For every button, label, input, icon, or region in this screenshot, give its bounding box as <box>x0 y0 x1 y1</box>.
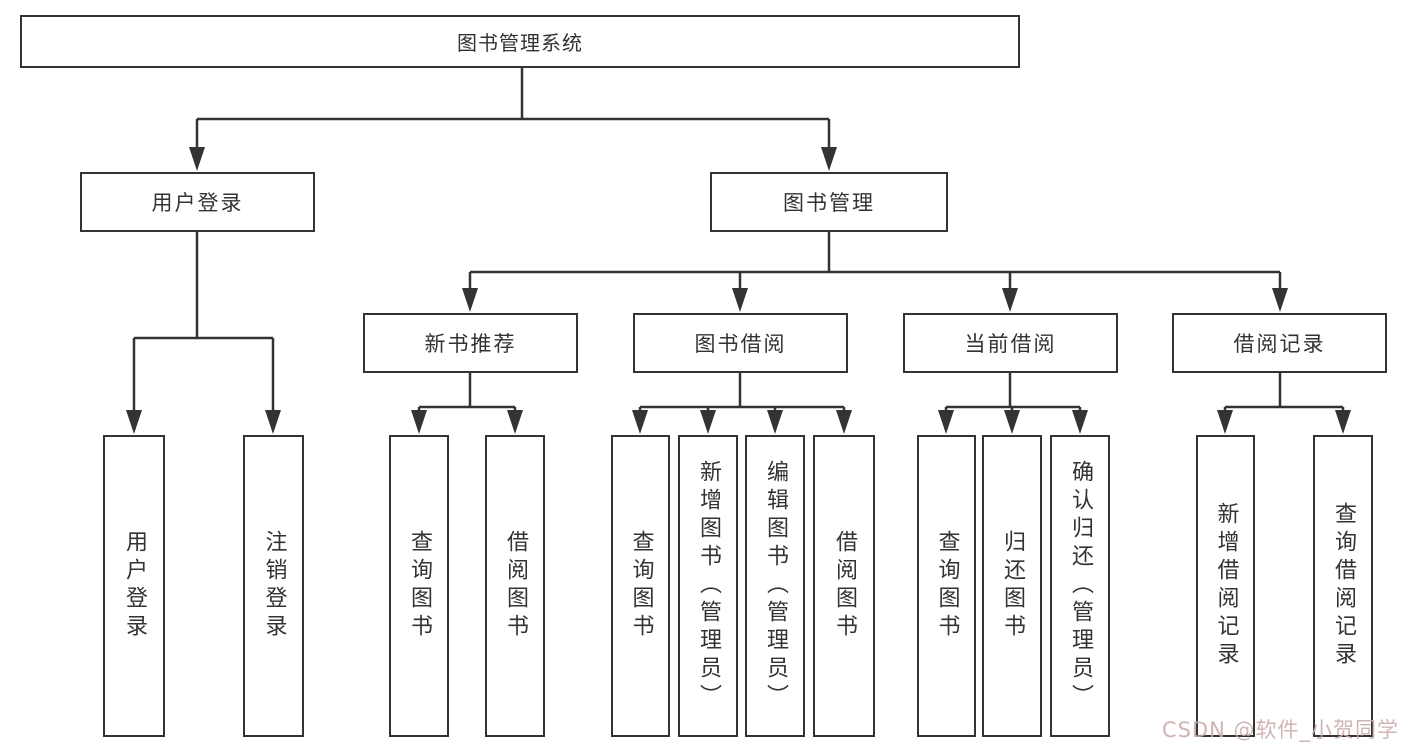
node-root-library-system: 图书管理系统 <box>20 15 1020 68</box>
node-user-login: 用户登录 <box>80 172 315 232</box>
leaf-return-book: 归还图书 <box>982 435 1042 737</box>
leaf-query-book-3: 查询图书 <box>917 435 976 737</box>
leaf-confirm-return-admin-label: 确认归还（管理员） <box>1068 460 1093 712</box>
leaf-edit-book-admin-label: 编辑图书（管理员） <box>763 460 788 712</box>
leaf-add-borrow-record: 新增借阅记录 <box>1196 435 1255 737</box>
leaf-query-book-1: 查询图书 <box>389 435 449 737</box>
leaf-add-borrow-record-label: 新增借阅记录 <box>1213 502 1239 670</box>
node-book-borrow: 图书借阅 <box>633 313 848 373</box>
leaf-add-book-admin: 新增图书（管理员） <box>678 435 738 737</box>
leaf-borrow-book-2-label: 借阅图书 <box>832 530 857 642</box>
node-book-borrow-label: 图书借阅 <box>694 332 787 356</box>
leaf-user-login: 用户登录 <box>103 435 165 737</box>
leaf-logout-label: 注销登录 <box>261 530 287 642</box>
node-book-management: 图书管理 <box>710 172 948 232</box>
node-root-label: 图书管理系统 <box>457 31 583 55</box>
leaf-logout: 注销登录 <box>243 435 304 737</box>
leaf-query-borrow-record-label: 查询借阅记录 <box>1331 502 1356 670</box>
leaf-confirm-return-admin: 确认归还（管理员） <box>1050 435 1110 737</box>
node-current-borrow: 当前借阅 <box>903 313 1118 373</box>
leaf-query-book-3-label: 查询图书 <box>934 530 960 642</box>
node-borrow-record-label: 借阅记录 <box>1233 332 1326 356</box>
node-borrow-record: 借阅记录 <box>1172 313 1387 373</box>
leaf-borrow-book-1-label: 借阅图书 <box>503 530 528 642</box>
node-new-book-recommend: 新书推荐 <box>363 313 578 373</box>
node-user-login-label: 用户登录 <box>151 191 244 215</box>
leaf-query-book-2-label: 查询图书 <box>628 530 654 642</box>
leaf-return-book-label: 归还图书 <box>1000 530 1025 642</box>
leaf-query-book-2: 查询图书 <box>611 435 670 737</box>
leaf-add-book-admin-label: 新增图书（管理员） <box>696 460 721 712</box>
leaf-edit-book-admin: 编辑图书（管理员） <box>745 435 805 737</box>
leaf-borrow-book-2: 借阅图书 <box>813 435 875 737</box>
leaf-borrow-book-1: 借阅图书 <box>485 435 545 737</box>
node-current-borrow-label: 当前借阅 <box>964 332 1057 356</box>
leaf-query-borrow-record: 查询借阅记录 <box>1313 435 1373 737</box>
leaf-query-book-1-label: 查询图书 <box>407 530 432 642</box>
node-new-book-recommend-label: 新书推荐 <box>424 332 517 356</box>
leaf-user-login-label: 用户登录 <box>122 530 147 642</box>
node-book-management-label: 图书管理 <box>783 191 875 215</box>
